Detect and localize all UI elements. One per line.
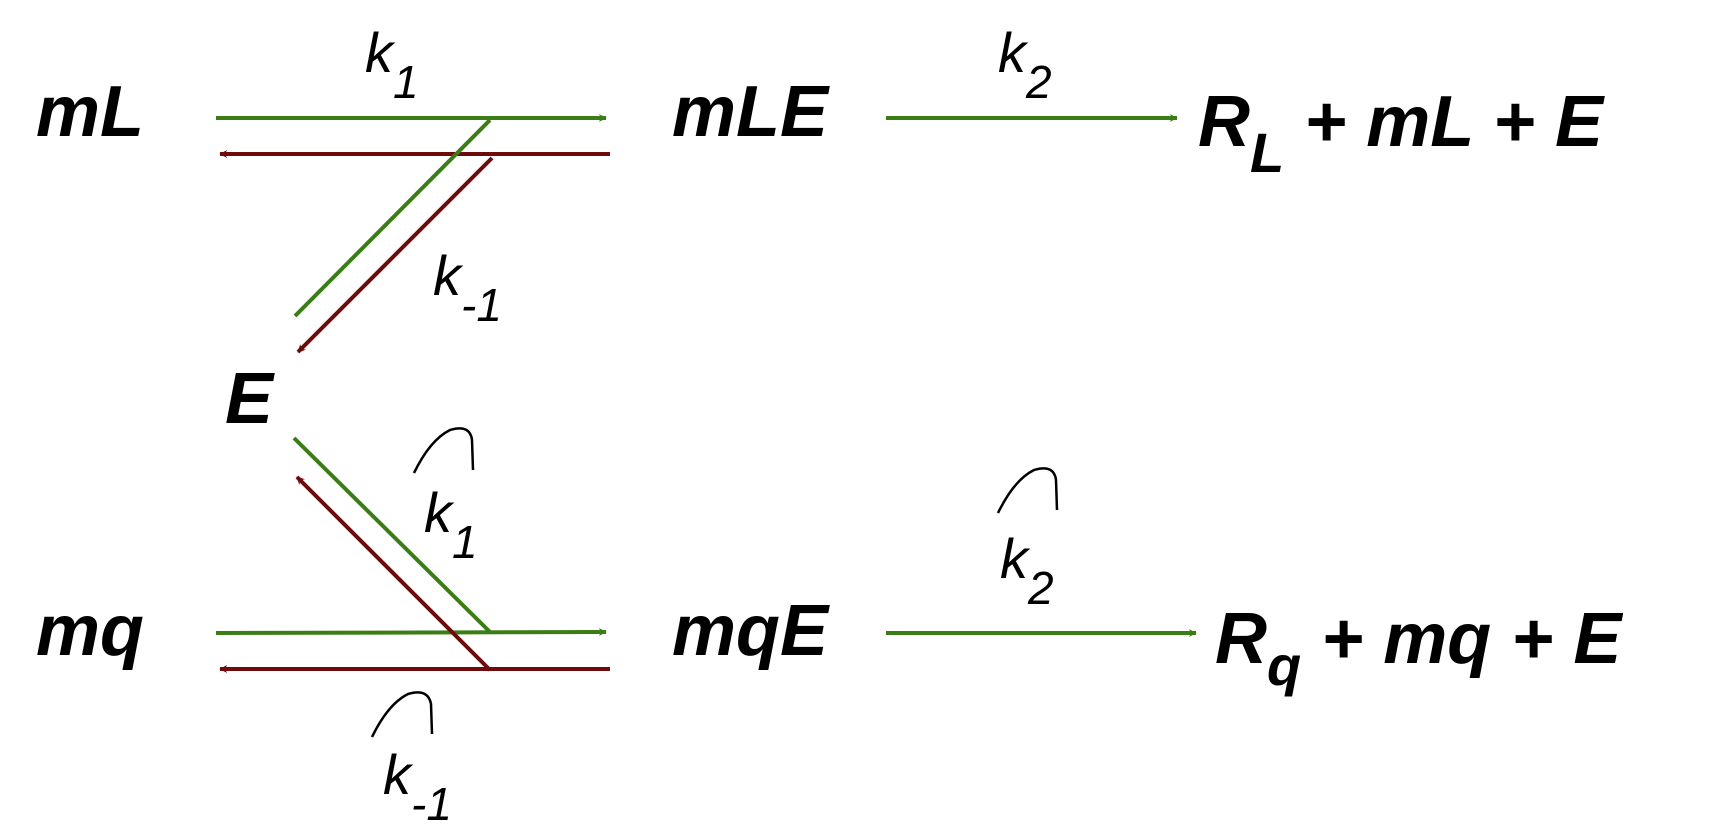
species-mL: mL (36, 72, 144, 152)
product-Rq-rest: + mq + E (1301, 599, 1623, 679)
rate-k1-hat: k1 (424, 481, 478, 568)
product-RL-rest: + mL + E (1284, 82, 1605, 162)
product-Rq-R: R (1215, 599, 1267, 679)
rate-k1: k1 (365, 21, 419, 108)
species-mLE: mLE (672, 72, 830, 152)
species-E: E (225, 359, 275, 439)
arrow-release-E-bottom (295, 475, 492, 672)
product-RL-R: R (1198, 82, 1250, 162)
hat-k1 (412, 427, 475, 474)
line-E-joins-bottom (292, 436, 492, 634)
rate-k2-hat: k2 (1000, 527, 1054, 614)
arrow-mq-to-mqE (215, 628, 607, 637)
product-RL: RL + mL + E (1198, 82, 1605, 184)
rate-k-minus1: k-1 (433, 244, 502, 331)
hat-k-minus1 (370, 691, 434, 738)
rate-k-minus1-hat: k-1 (383, 743, 452, 830)
line-E-joins-top (293, 118, 492, 318)
product-Rq-sub: q (1267, 634, 1301, 697)
arrow-release-E-top (296, 156, 494, 354)
species-mq: mq (36, 591, 144, 671)
product-RL-sub: L (1250, 121, 1284, 184)
product-Rq: Rq + mq + E (1215, 599, 1623, 697)
rate-k2: k2 (998, 21, 1052, 108)
hat-k2 (996, 467, 1059, 514)
species-mqE: mqE (672, 591, 830, 671)
